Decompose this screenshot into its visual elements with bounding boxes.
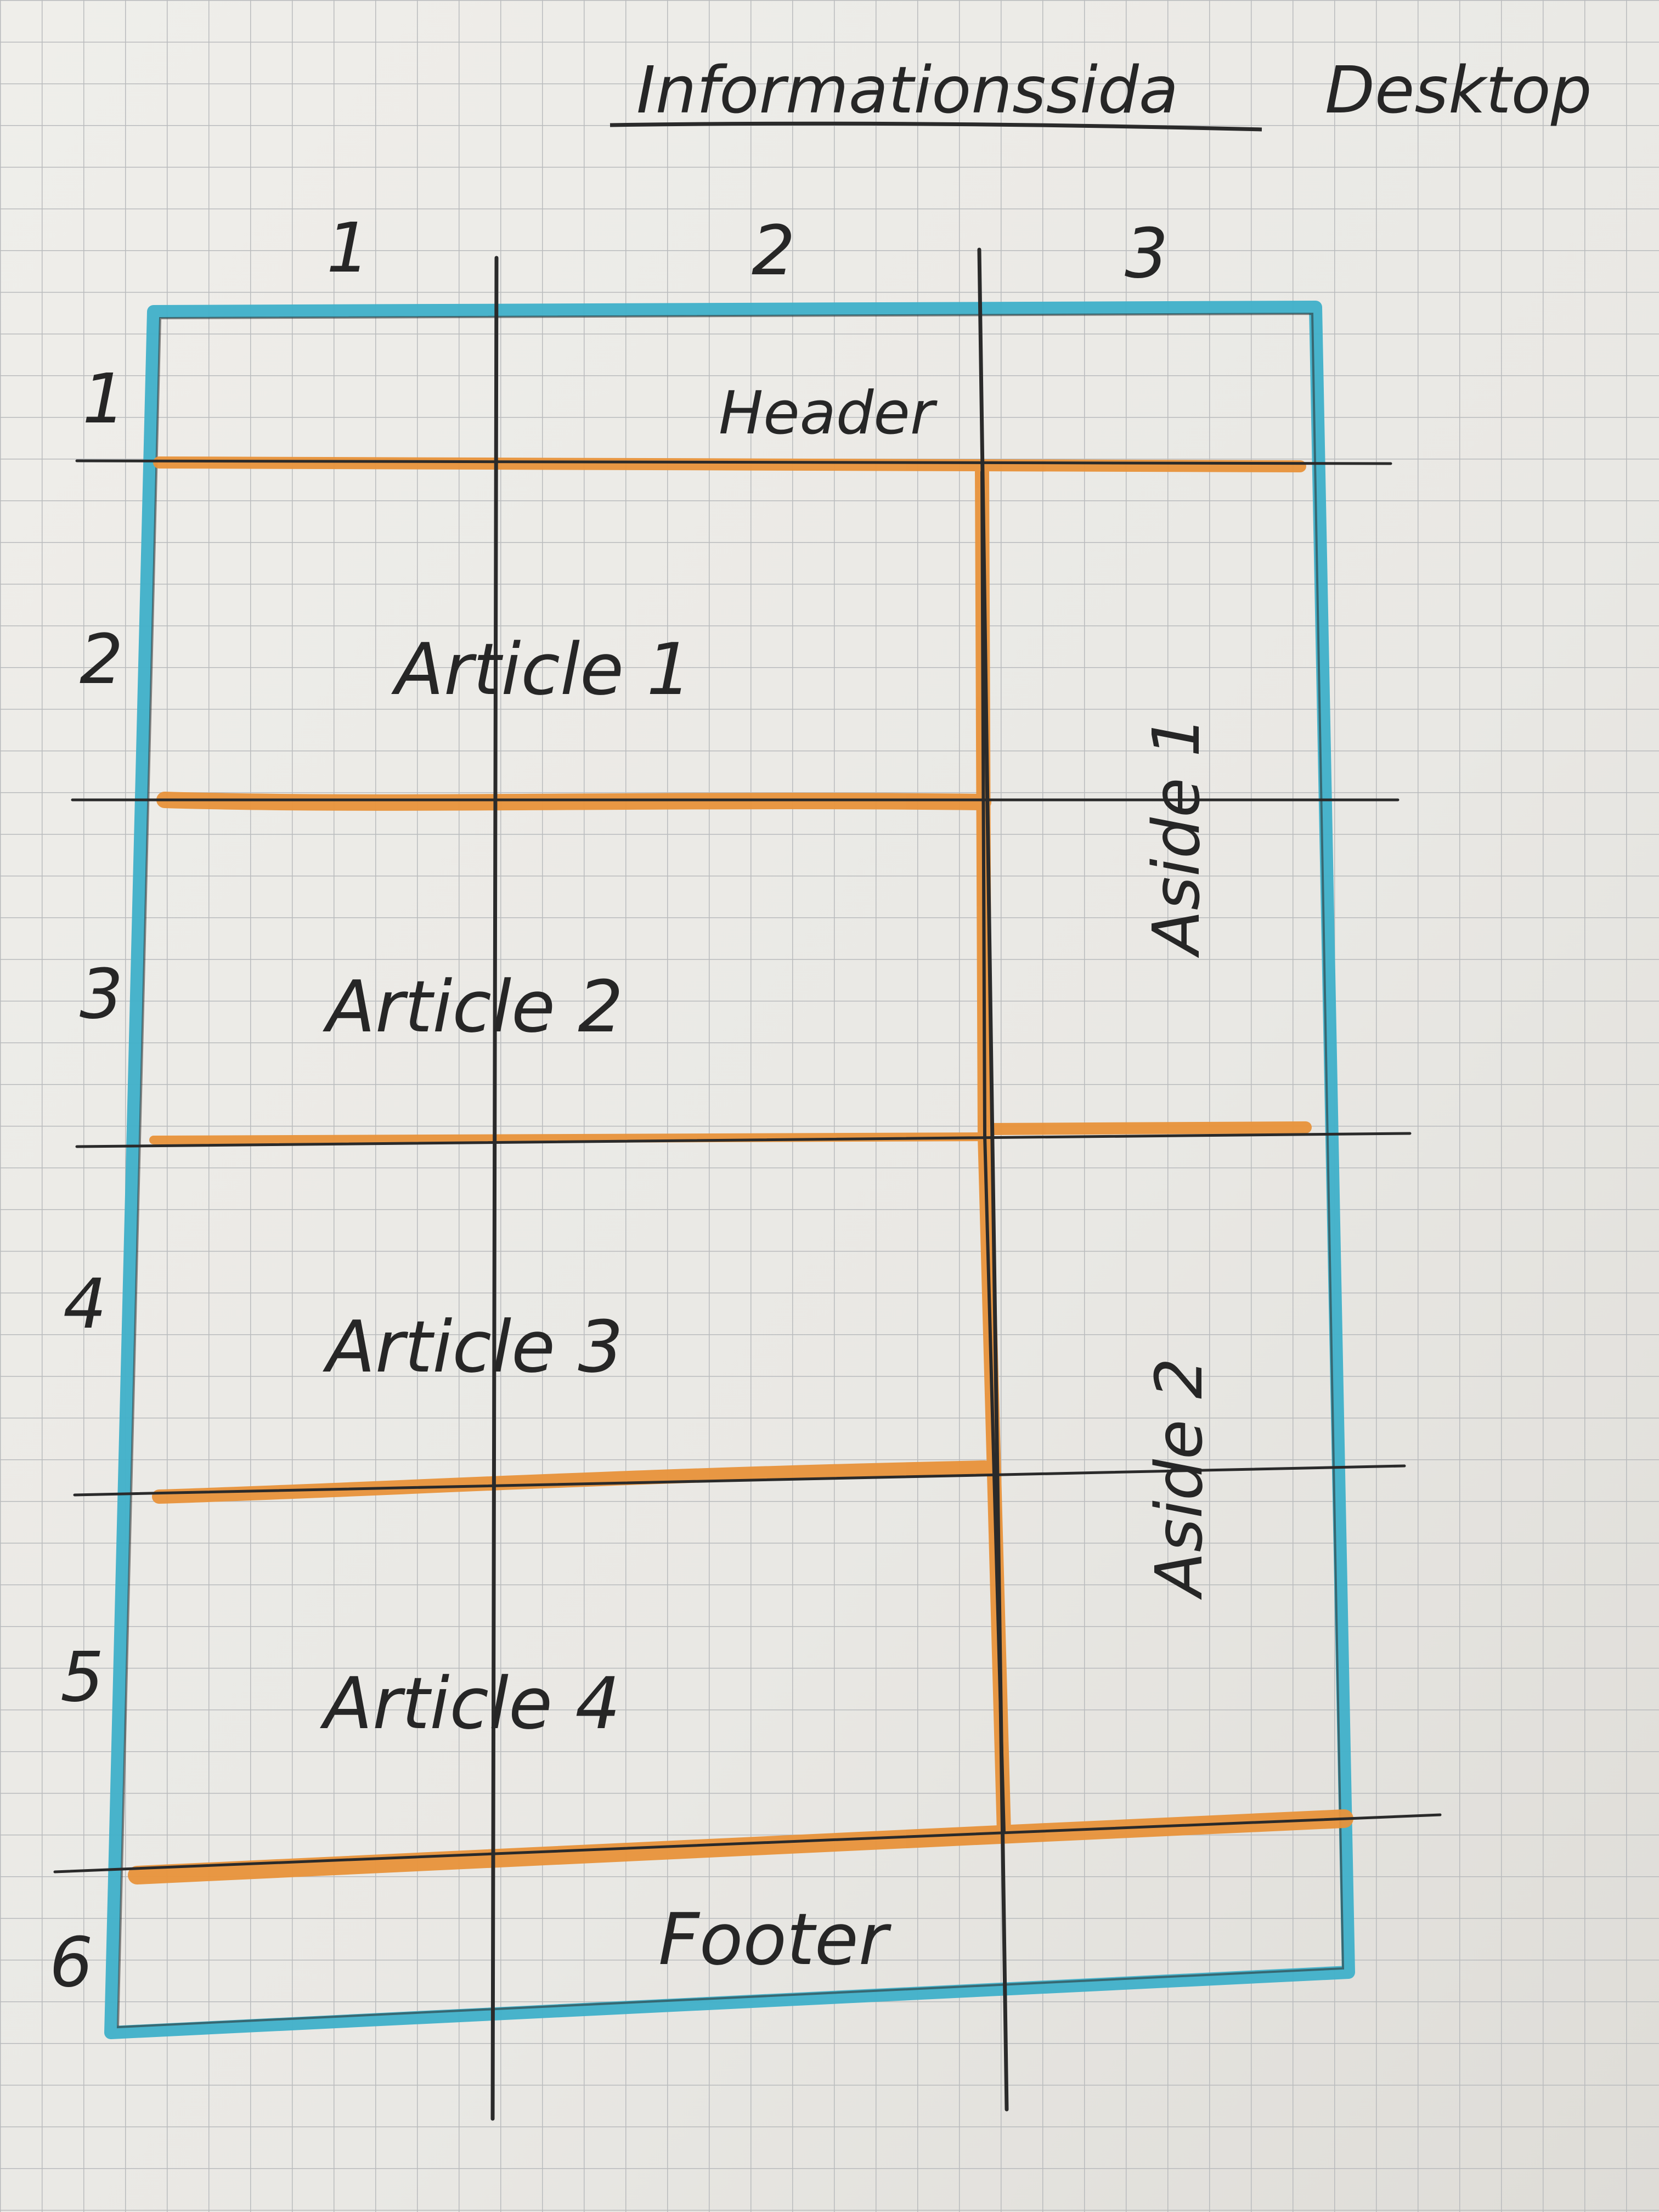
column-number-1: 1 <box>326 208 370 288</box>
area-divider-pencil <box>980 470 1006 1834</box>
area-label-aside-2: Aside 2 <box>1141 1358 1217 1600</box>
header-bottom-boundary <box>153 456 1306 472</box>
row-number-5: 5 <box>60 1638 104 1717</box>
row-number-3: 3 <box>80 955 123 1034</box>
row-number-2: 2 <box>80 620 123 699</box>
row-number-1: 1 <box>82 359 126 439</box>
page-subtitle: Desktop <box>1325 52 1592 128</box>
area-label-article-3: Article 3 <box>323 1305 623 1389</box>
area-label-article-2: Article 2 <box>323 965 623 1048</box>
area-label-article-1: Article 1 <box>391 628 692 711</box>
aside-1-bottom-boundary <box>981 1121 1312 1135</box>
pencil-grid-lines <box>53 247 1442 2121</box>
row-number-4: 4 <box>63 1265 107 1344</box>
area-label-aside-1: Aside 1 <box>1138 716 1214 958</box>
article-3-bottom-boundary <box>152 1460 992 1504</box>
row-line-1 <box>75 459 1392 465</box>
title-underline <box>610 121 1262 132</box>
area-label-header: Header <box>719 379 938 448</box>
outer-frame-pencil <box>116 312 1345 2029</box>
outer-frame <box>104 301 1355 2039</box>
row-line-5 <box>53 1813 1442 1874</box>
page-title: Informationssida <box>636 52 1178 128</box>
column-line-1 <box>490 256 499 2121</box>
column-number-3: 3 <box>1125 214 1169 294</box>
area-label-article-4: Article 4 <box>320 1662 620 1745</box>
area-label-footer: Footer <box>658 1898 892 1981</box>
article-2-bottom-boundary <box>149 1132 992 1144</box>
row-number-6: 6 <box>49 1923 93 2002</box>
row-line-4 <box>73 1464 1406 1497</box>
row-line-3 <box>75 1132 1412 1148</box>
column-number-2: 2 <box>752 211 795 291</box>
